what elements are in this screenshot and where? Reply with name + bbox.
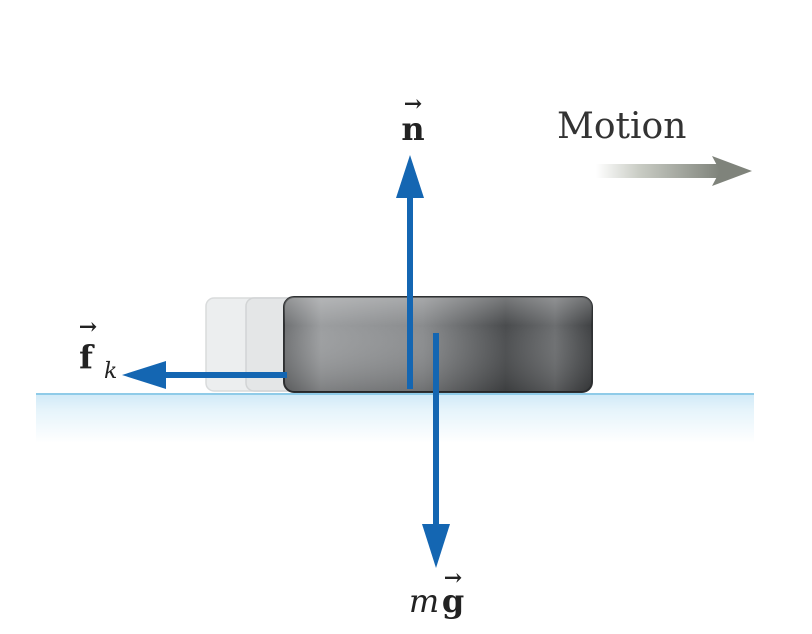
- gravity-mass-symbol: m: [409, 582, 439, 620]
- normal-vector-arrow-symbol: →: [404, 91, 422, 117]
- friction-force-arrow: [122, 361, 287, 389]
- gravity-force-arrow: [422, 333, 450, 568]
- friction-arrow-head: [122, 361, 166, 389]
- normal-arrow-head: [396, 155, 424, 198]
- gravity-g-symbol: g: [442, 582, 464, 620]
- surface-fill: [36, 393, 754, 443]
- normal-force-symbol: n: [401, 110, 424, 148]
- motion-label: Motion: [557, 106, 686, 147]
- normal-force-label: → n: [401, 91, 424, 148]
- surface: [36, 393, 754, 443]
- gravity-arrow-head: [422, 524, 450, 568]
- friction-kinetic-subscript: k: [104, 359, 117, 384]
- friction-vector-arrow-symbol: →: [79, 314, 97, 340]
- friction-force-symbol: f: [79, 338, 95, 376]
- gravity-vector-arrow-symbol: →: [444, 565, 462, 591]
- gravity-force-label: → m g: [409, 565, 464, 620]
- motion-arrow-shaft: [596, 164, 720, 178]
- normal-force-arrow: [396, 155, 424, 389]
- friction-force-label: → f k: [79, 314, 118, 384]
- motion-arrow: [596, 156, 752, 186]
- motion-arrow-head: [712, 156, 752, 186]
